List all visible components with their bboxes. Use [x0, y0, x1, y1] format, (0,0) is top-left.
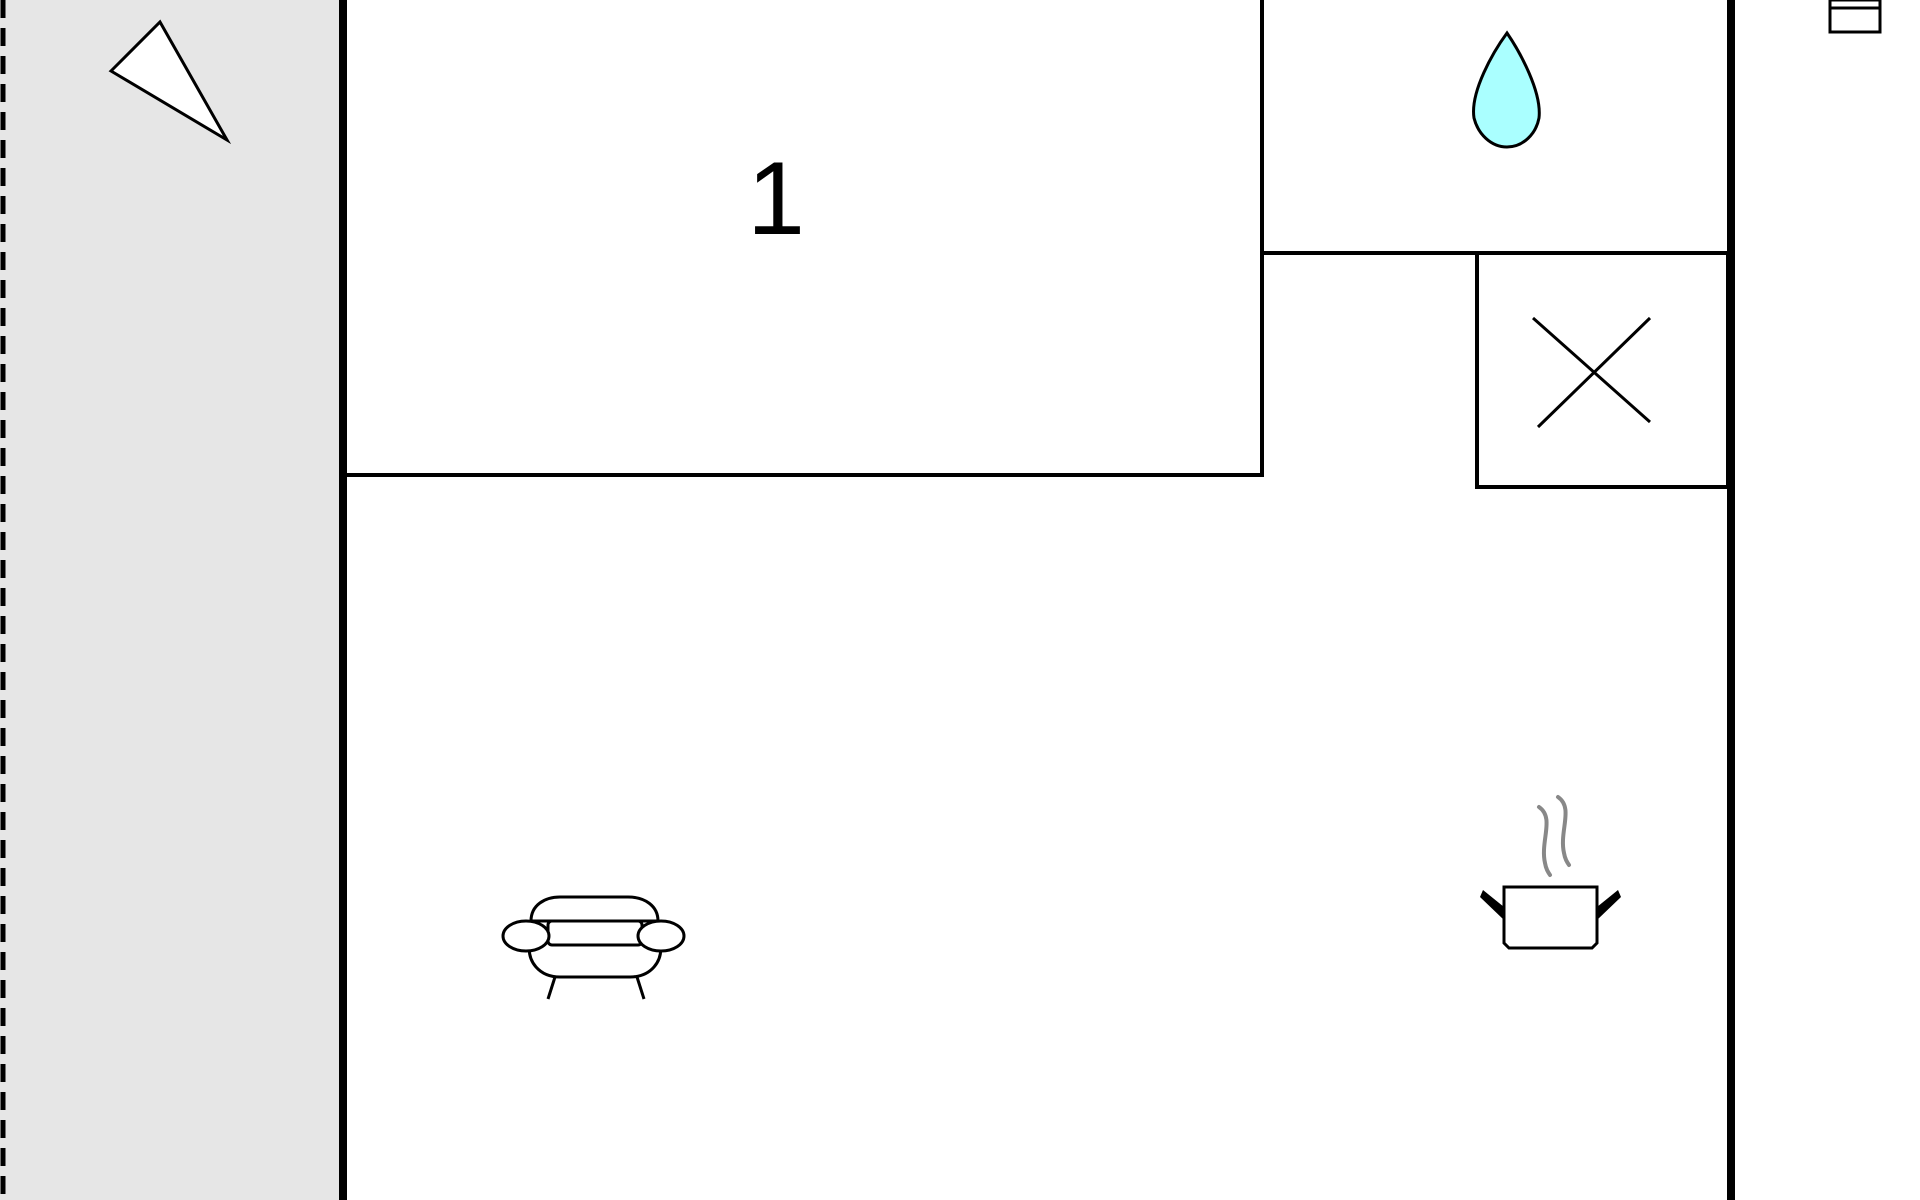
terrace-area [0, 0, 343, 1200]
window-icon [1828, 0, 1882, 34]
chimney-cross-icon [1532, 316, 1651, 424]
cooking-pot-icon [1480, 795, 1621, 950]
bedroom-number: 1 [747, 141, 805, 257]
chimney-box [1475, 251, 1730, 489]
water-drop-icon [1472, 30, 1541, 149]
compass-arrow-icon [108, 19, 232, 145]
sofa-icon [501, 895, 686, 1000]
chimney-cross-line [1536, 316, 1652, 429]
